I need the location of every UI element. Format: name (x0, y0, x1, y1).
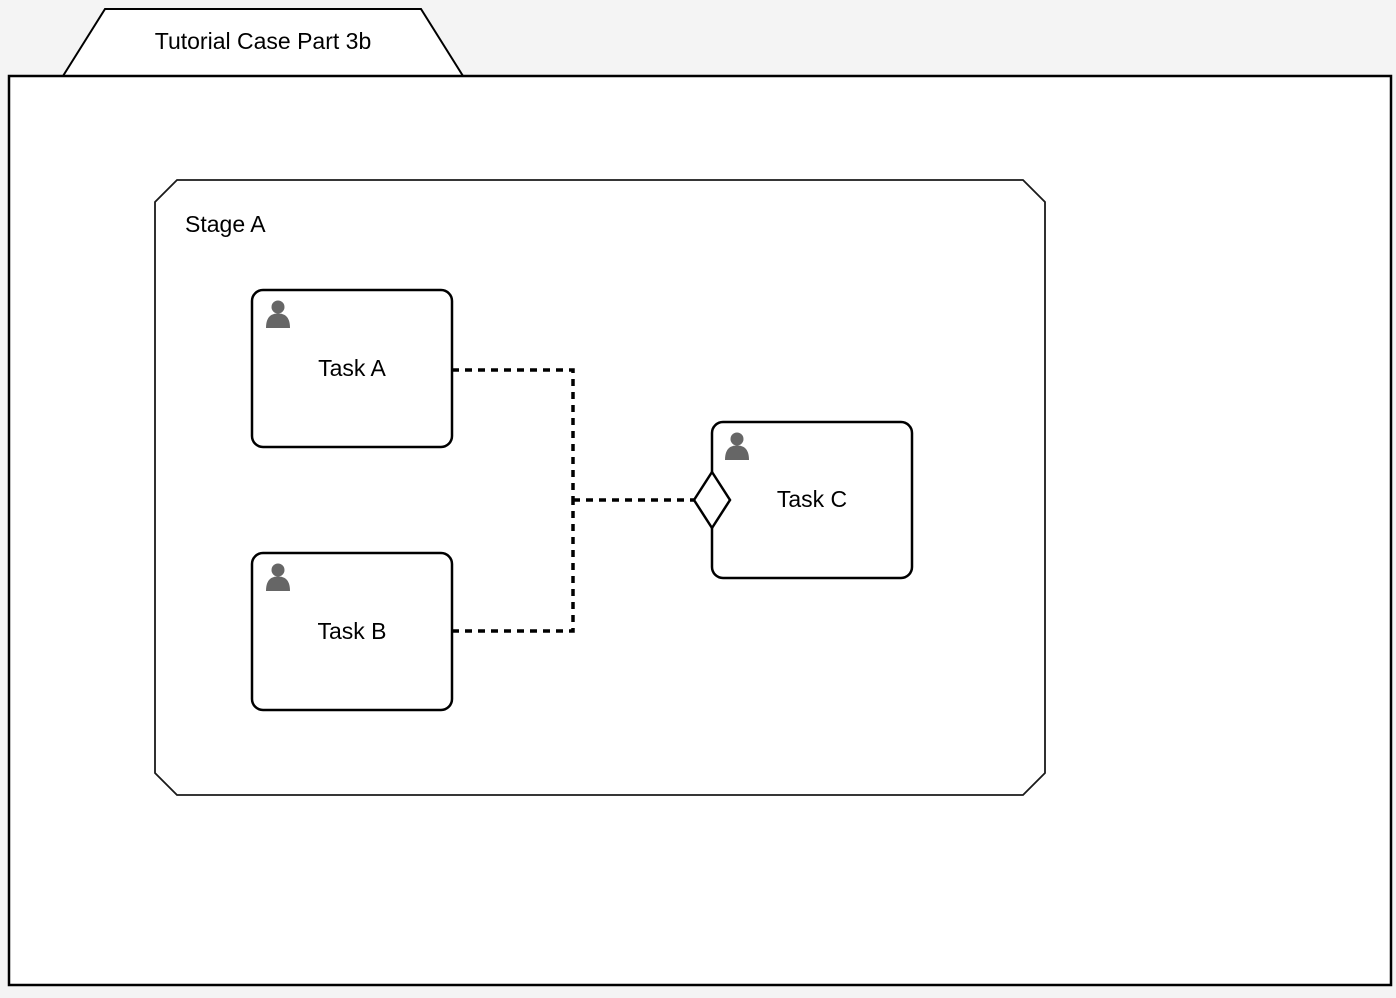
case-tab-shape[interactable] (61, 8, 465, 77)
connector-task-a-to-junction[interactable] (452, 368, 575, 500)
task-c-shape[interactable] (710, 420, 914, 580)
connector-task-b-to-junction[interactable] (452, 500, 575, 633)
task-b-shape[interactable] (250, 551, 454, 712)
task-a-shape[interactable] (250, 288, 454, 449)
entry-criterion-diamond[interactable] (692, 469, 732, 531)
